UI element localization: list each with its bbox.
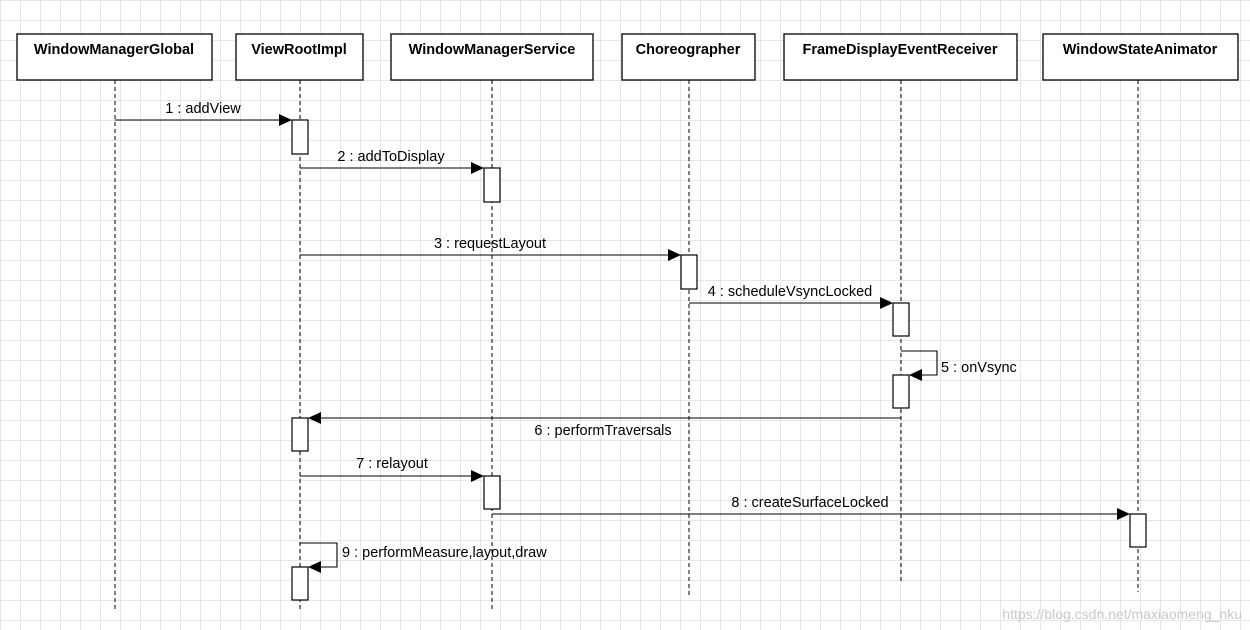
activation-bar-fde-1	[892, 302, 910, 337]
message-6: 6 : performTraversals	[308, 412, 901, 439]
lifeline-title: WindowManagerService	[409, 42, 576, 58]
message-arrowhead	[279, 114, 292, 126]
lifeline-windowmanagerglobal: WindowManagerGlobal	[16, 33, 213, 610]
lifeline-windowstateanimator: WindowStateAnimator	[1042, 33, 1239, 592]
lifeline-header-box	[16, 33, 213, 81]
activation-bar-fde-2	[892, 374, 910, 409]
message-arrow-line	[901, 350, 938, 376]
message-2: 2 : addToDisplay	[300, 149, 484, 174]
lifeline-choreographer: Choreographer	[621, 33, 756, 598]
lifeline-title: WindowStateAnimator	[1063, 42, 1218, 58]
message-label: 6 : performTraversals	[534, 423, 671, 439]
activation-bar-viewrootimpl-2	[291, 417, 309, 452]
activation-bar-viewrootimpl-3	[291, 566, 309, 601]
message-arrowhead	[668, 249, 681, 261]
message-arrow-line	[300, 542, 338, 568]
message-arrowhead	[308, 561, 321, 573]
message-1: 1 : addView	[115, 101, 292, 126]
message-label: 4 : scheduleVsyncLocked	[708, 284, 872, 300]
lifeline-header-box	[783, 33, 1018, 81]
activation-bar-viewrootimpl-1	[291, 119, 309, 155]
message-label: 1 : addView	[165, 101, 241, 117]
message-label: 8 : createSurfaceLocked	[731, 495, 888, 511]
activation-bar-choreographer	[680, 254, 698, 290]
message-9: 9 : performMeasure,layout,draw	[300, 542, 547, 573]
message-5: 5 : onVsync	[901, 350, 1017, 381]
lifeline-header-box	[621, 33, 756, 81]
lifeline-header-box	[1042, 33, 1239, 81]
lifeline-windowmanagerservice: WindowManagerService	[390, 33, 594, 610]
message-4: 4 : scheduleVsyncLocked	[689, 284, 893, 309]
message-label: 7 : relayout	[356, 456, 428, 472]
message-3: 3 : requestLayout	[300, 236, 681, 261]
lifeline-header-box	[390, 33, 594, 81]
lifeline-title: ViewRootImpl	[251, 42, 347, 58]
message-7: 7 : relayout	[300, 456, 484, 482]
activation-bar-wms-2	[483, 475, 501, 510]
watermark-text: https://blog.csdn.net/maxiaomeng_nku	[1002, 606, 1242, 622]
message-label: 2 : addToDisplay	[337, 149, 445, 165]
lifeline-viewrootimpl: ViewRootImpl	[235, 33, 364, 610]
message-arrowhead	[308, 412, 321, 424]
lifeline-framedisplayeventreceiver: FrameDisplayEventReceiver	[783, 33, 1018, 582]
lifeline-title: FrameDisplayEventReceiver	[802, 42, 997, 58]
message-arrowhead	[1117, 508, 1130, 520]
message-label: 5 : onVsync	[941, 360, 1017, 376]
activation-bar-wms-1	[483, 167, 501, 203]
message-arrowhead	[909, 369, 922, 381]
message-label: 9 : performMeasure,layout,draw	[342, 545, 547, 561]
lifeline-header-box	[235, 33, 364, 81]
lifeline-title: WindowManagerGlobal	[34, 42, 194, 58]
message-label: 3 : requestLayout	[434, 236, 546, 252]
message-arrowhead	[471, 162, 484, 174]
message-arrowhead	[880, 297, 893, 309]
message-8: 8 : createSurfaceLocked	[492, 495, 1130, 520]
lifeline-title: Choreographer	[636, 42, 741, 58]
message-arrowhead	[471, 470, 484, 482]
activation-bar-wsa	[1129, 513, 1147, 548]
